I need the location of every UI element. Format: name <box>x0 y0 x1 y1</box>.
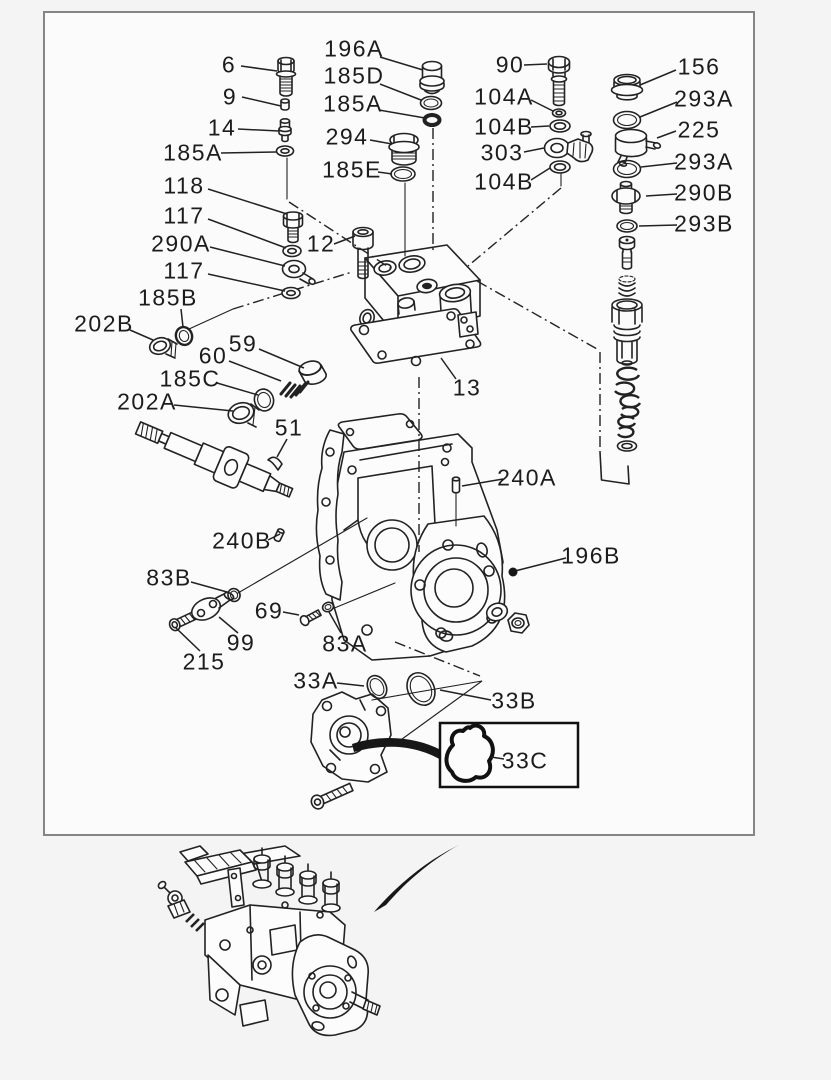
part-label-118: 118 <box>163 172 205 199</box>
part-label-293A-2: 293A <box>674 148 734 175</box>
part-label-90: 90 <box>495 51 525 78</box>
part-oring-293A-2 <box>612 159 642 179</box>
part-label-99: 99 <box>226 629 256 656</box>
part-label-185A-2: 185A <box>323 90 383 117</box>
part-label-14: 14 <box>207 114 237 141</box>
part-label-202B: 202B <box>74 310 134 337</box>
part-oring-33B <box>406 671 436 707</box>
part-washer-185A-center <box>422 113 442 127</box>
part-label-104B-1: 104B <box>474 113 534 140</box>
part-label-185B: 185B <box>138 284 198 311</box>
pump-towers <box>252 854 341 913</box>
part-label-240B: 240B <box>212 527 272 554</box>
part-cap-196A <box>419 60 445 95</box>
part-label-303: 303 <box>480 139 524 166</box>
feed-pump-bolt <box>310 782 354 810</box>
part-label-294: 294 <box>325 123 369 150</box>
part-label-104A: 104A <box>474 83 534 110</box>
feed-pump <box>310 691 392 783</box>
camshaft <box>134 421 294 498</box>
part-label-290B: 290B <box>674 179 734 206</box>
part-label-240A: 240A <box>497 464 557 491</box>
part-plug-202A <box>227 401 260 428</box>
part-bolt-6 <box>275 56 297 97</box>
part-label-33C: 33C <box>501 747 549 774</box>
part-bolt-12 <box>352 226 374 280</box>
gasket-inset-box <box>352 721 580 789</box>
part-oring-83B <box>227 587 241 603</box>
part-plug-294 <box>388 132 420 166</box>
part-key-51 <box>267 456 283 471</box>
part-screw-69 <box>299 609 322 627</box>
part-washer-117-1 <box>282 244 302 258</box>
part-holder-99 <box>190 591 235 621</box>
part-label-51: 51 <box>274 414 304 441</box>
part-bolt-118 <box>282 211 304 244</box>
guide-lines <box>188 128 630 743</box>
part-label-196B: 196B <box>561 542 621 569</box>
part-plug-9 <box>280 98 290 111</box>
part-label-185E: 185E <box>322 156 382 183</box>
part-label-196A: 196A <box>324 35 384 62</box>
part-oring-293A-1 <box>612 110 642 130</box>
part-washer-104B-1 <box>549 119 571 133</box>
part-label-33A: 33A <box>293 667 339 694</box>
part-bolt-90 <box>547 55 571 107</box>
part-label-293B: 293B <box>674 210 734 237</box>
assembled-pump <box>157 845 381 1037</box>
part-label-69: 69 <box>254 597 284 624</box>
delivery-valve-stack <box>611 235 643 452</box>
part-washer-117-2 <box>281 286 301 300</box>
pump-body <box>315 413 506 661</box>
part-label-225: 225 <box>677 116 721 143</box>
part-label-59: 59 <box>228 330 258 357</box>
part-washer-104A <box>551 108 567 118</box>
part-overflow-valve-225 <box>614 128 662 167</box>
part-banjo-290A <box>281 259 316 286</box>
part-valve-14 <box>278 118 292 143</box>
part-oring-185B <box>174 325 194 347</box>
part-label-60: 60 <box>198 342 228 369</box>
part-label-9: 9 <box>222 83 238 110</box>
part-washer-loose <box>485 602 509 622</box>
part-label-202A: 202A <box>117 388 177 415</box>
assembled-pump-arrow <box>374 845 459 912</box>
part-eyejoint-303 <box>543 130 594 163</box>
part-label-185D: 185D <box>323 62 385 89</box>
part-washer-185A-left <box>275 145 295 157</box>
part-cap-156 <box>610 73 644 101</box>
part-pin-240A <box>451 476 461 494</box>
part-oring-185E <box>390 166 416 182</box>
part-label-104B-2: 104B <box>474 168 534 195</box>
part-pin-240B <box>273 528 285 543</box>
part-tappet-59 <box>298 360 327 385</box>
part-oring-293B <box>616 219 638 233</box>
part-label-185A-1: 185A <box>163 139 223 166</box>
part-nut-loose <box>507 612 530 634</box>
part-washer-104B-2 <box>549 160 571 174</box>
part-plug-202B <box>148 336 178 359</box>
part-label-185C: 185C <box>159 365 221 392</box>
part-oring-83A <box>321 601 335 613</box>
part-label-83B: 83B <box>146 564 192 591</box>
part-label-83A: 83A <box>322 630 368 657</box>
part-label-6: 6 <box>221 51 237 78</box>
pump-head <box>350 244 482 367</box>
part-label-117-2: 117 <box>163 257 205 284</box>
part-label-156: 156 <box>677 53 721 80</box>
part-label-33B: 33B <box>491 687 537 714</box>
part-label-12: 12 <box>306 230 336 257</box>
part-label-117-1: 117 <box>163 202 205 229</box>
part-label-13: 13 <box>452 374 482 401</box>
part-label-290A: 290A <box>151 230 211 257</box>
part-label-293A-1: 293A <box>674 85 734 112</box>
part-oring-185D <box>419 95 443 111</box>
part-spring-60 <box>279 380 310 399</box>
callout-leader-lines <box>129 56 678 760</box>
part-oring-33A <box>366 674 388 700</box>
part-oring-185C <box>253 388 275 412</box>
part-label-215: 215 <box>182 648 226 675</box>
part-joint-290B <box>611 180 641 215</box>
